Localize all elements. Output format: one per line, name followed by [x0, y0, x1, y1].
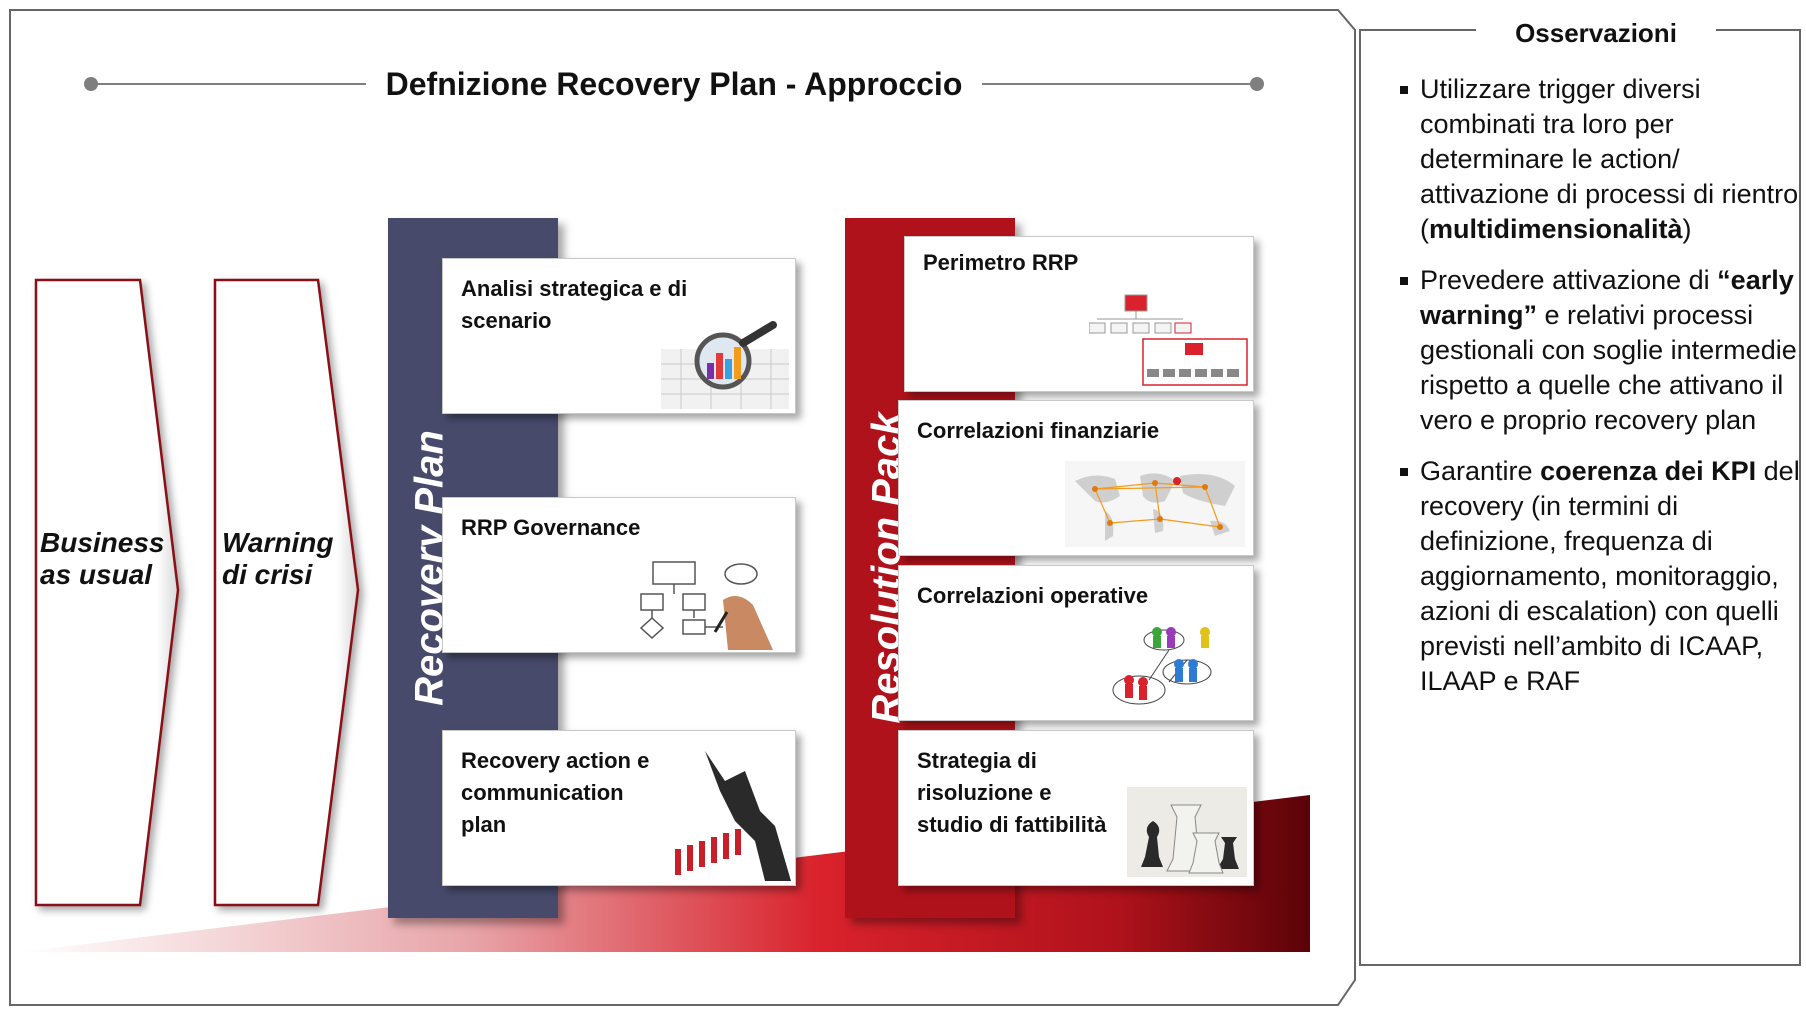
flowchart-drawing-icon	[639, 561, 773, 650]
title-row: Defnizione Recovery Plan - Approccio	[84, 64, 1264, 114]
card-analisi-strategica: Analisi strategica e di scenario	[442, 258, 796, 414]
observations-title: Osservazioni	[1476, 16, 1716, 50]
card-strategia-risoluzione: Strategia di risoluzione e studio di fat…	[898, 730, 1254, 886]
page-title: Defnizione Recovery Plan - Approccio	[84, 64, 1264, 104]
card-correlazioni-finanziarie: Correlazioni finanziarie	[898, 400, 1254, 556]
chevron-label-line1: Business	[40, 527, 165, 558]
title-right-dot	[1250, 77, 1264, 91]
chevron-warning-di-crisi: Warning di crisi	[222, 527, 333, 591]
chevron-label-line2: as usual	[40, 559, 153, 590]
card-label: Analisi strategica e di scenario	[461, 276, 688, 333]
org-chart-icon	[1089, 294, 1248, 386]
card-label: Correlazioni operative	[917, 583, 1149, 608]
falling-dominoes-icon	[675, 751, 791, 881]
card-label: Strategia di risoluzione e studio di fat…	[917, 748, 1107, 837]
chevron-shapes	[34, 278, 360, 907]
card-perimetro-rrp: Perimetro RRP	[904, 236, 1254, 392]
card-label: Perimetro RRP	[923, 250, 1079, 275]
people-network-icon	[1112, 627, 1212, 705]
observation-item: Garantire coerenza dei KPI del recovery …	[1400, 454, 1800, 699]
card-label: Correlazioni finanziarie	[917, 418, 1160, 443]
card-correlazioni-operative: Correlazioni operative	[898, 565, 1254, 721]
magnifier-chart-icon	[661, 321, 789, 409]
card-label: Recovery action e communication plan	[461, 748, 650, 837]
chess-pieces-icon	[1127, 787, 1247, 877]
chevron-business-as-usual: Business as usual	[40, 527, 165, 591]
card-recovery-action: Recovery action e communication plan	[442, 730, 796, 886]
observation-item: Prevedere attivazione di “early warning”…	[1400, 263, 1800, 438]
observation-item: Utilizzare trigger diversi combinati tra…	[1400, 72, 1800, 247]
observations-list: Utilizzare trigger diversi combinati tra…	[1400, 72, 1800, 715]
world-network-map-icon	[1065, 461, 1245, 547]
chevron-label-line1: Warning	[222, 527, 334, 558]
chevron-label-line2: di crisi	[222, 559, 313, 590]
card-label: RRP Governance	[461, 515, 641, 540]
card-rrp-governance: RRP Governance	[442, 497, 796, 653]
